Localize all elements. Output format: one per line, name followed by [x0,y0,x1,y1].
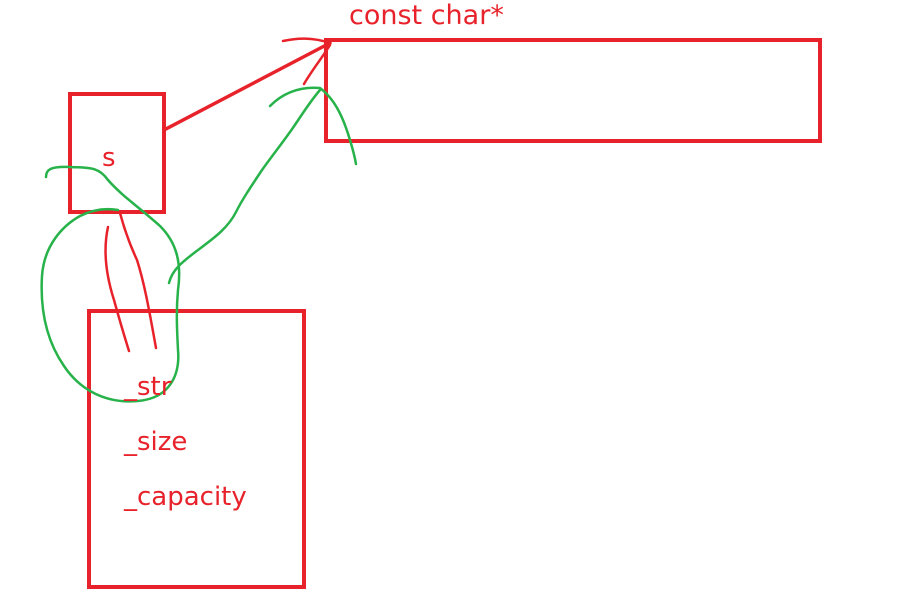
s-box [68,92,166,214]
member-str-label: _str [123,372,172,402]
green-path-up [167,88,322,285]
pointer-arrowhead-stroke-1 [281,37,332,45]
red-stroke-left [104,225,131,353]
s-label: s [102,143,116,173]
member-box [87,309,306,589]
green-loop [40,165,181,403]
pointer-arrowhead-stroke-2 [302,43,332,86]
member-capacity-label: _capacity [123,482,247,512]
member-size-label: _size [123,427,187,457]
const-char-label: const char* [349,0,504,31]
green-hook [268,86,358,166]
const-char-box [324,38,822,143]
red-stroke-right [118,211,158,350]
pointer-arrow [162,41,332,132]
